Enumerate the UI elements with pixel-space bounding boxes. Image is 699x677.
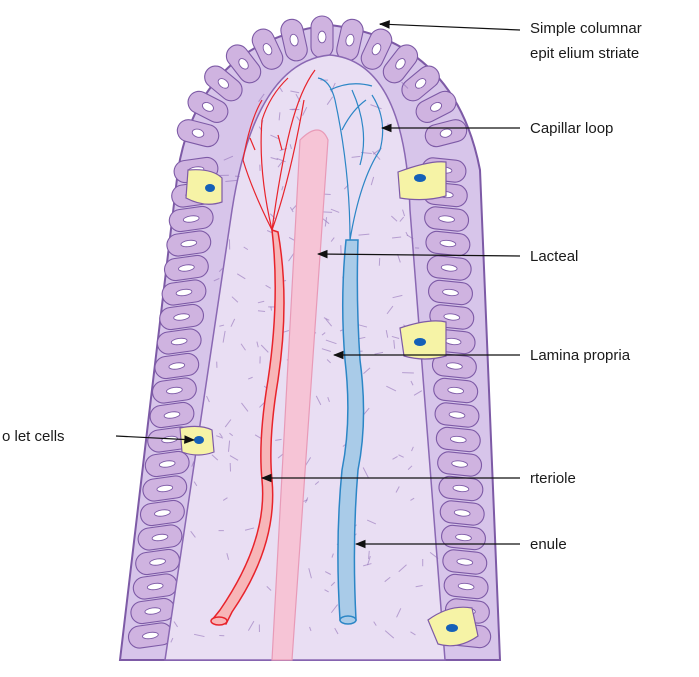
epithelial-cell [311, 16, 333, 58]
label-capillary-loop: Capillar loop [530, 120, 613, 137]
label-lacteal: Lacteal [530, 248, 578, 265]
venule-opening [340, 616, 356, 624]
label-epithelium-line1: Simple columnar [530, 20, 642, 37]
label-venule: enule [530, 536, 567, 553]
label-epithelium-line2: epit elium striate [530, 45, 639, 62]
pointer-epithelium [380, 24, 520, 30]
goblet-cell [186, 170, 222, 205]
goblet-cell [180, 426, 214, 455]
label-goblet-cells: o let cells [2, 428, 65, 445]
goblet-cell [400, 321, 446, 359]
label-arteriole: rteriole [530, 470, 576, 487]
arteriole-opening [211, 617, 227, 625]
label-lamina-propria: Lamina propria [530, 347, 631, 364]
